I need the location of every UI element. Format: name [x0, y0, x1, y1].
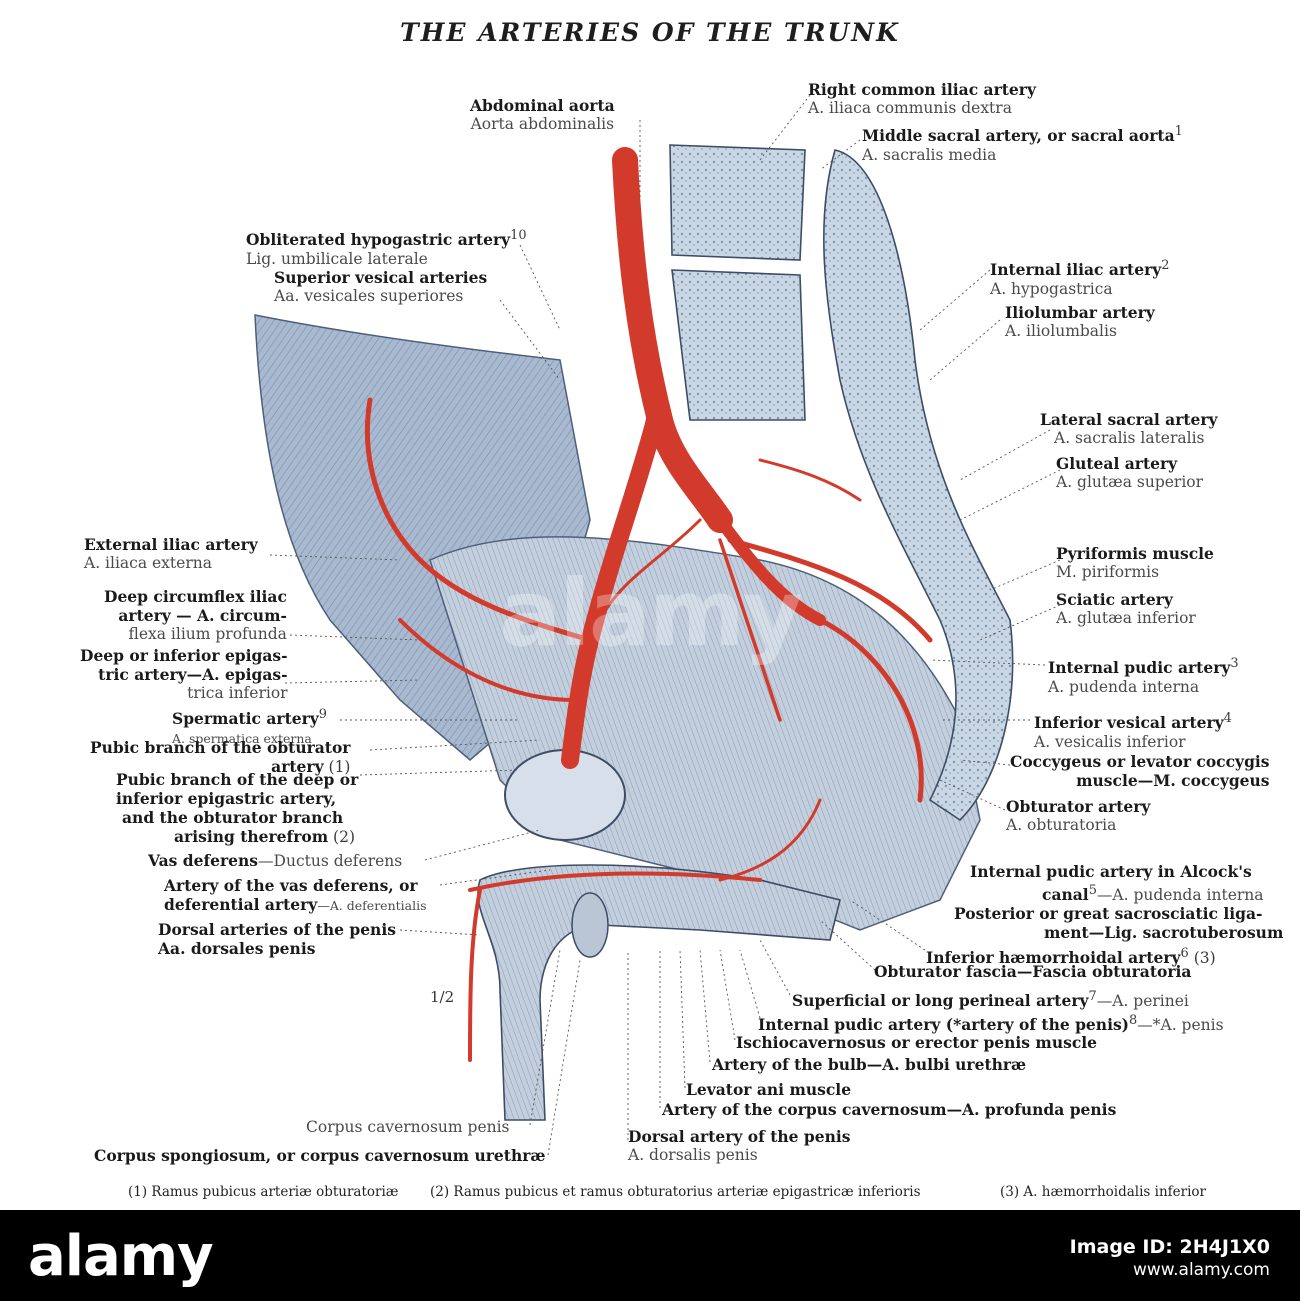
label-abdominal-aorta: Abdominal aorta Aorta abdominalis [470, 96, 615, 133]
epigastric-branch [398, 618, 577, 702]
leader-lines [269, 94, 1061, 1156]
label-inferior-vesical: Inferior vesical artery4 A. vesicalis in… [1034, 711, 1232, 752]
footnote-2: (2) Ramus pubicus et ramus obturatorius … [430, 1184, 921, 1200]
penis-section [571, 892, 609, 958]
label-pubic-obturator: Pubic branch of the obturator artery (1) [90, 738, 351, 776]
penis-artery [468, 888, 482, 1062]
watermark: alamy [499, 560, 803, 667]
label-superficial-perineal: Superficial or long perineal artery7—A. … [792, 989, 1189, 1011]
gluteal-artery [727, 537, 933, 643]
common-iliac [561, 411, 664, 769]
vertebra-lower [671, 269, 806, 421]
dorsal-penis-artery [468, 871, 762, 892]
label-ischiocavernosus: Ischiocavernosus or erector penis muscle [736, 1033, 1098, 1052]
vertebra-upper [669, 144, 806, 261]
label-coccygeus: Coccygeus or levator coccygis muscle—M. … [1010, 752, 1270, 790]
footnote-1: (1) Ramus pubicus arteriæ obturatoriæ [128, 1184, 399, 1200]
image-id-block: Image ID: 2H4J1X0 www.alamy.com [1070, 1236, 1270, 1281]
label-middle-sacral: Middle sacral artery, or sacral aorta1 A… [862, 124, 1183, 165]
image-id: Image ID: 2H4J1X0 [1069, 1236, 1270, 1258]
arteries [365, 147, 933, 1062]
label-vas-deferens: Vas deferens—Ductus deferens [148, 851, 403, 870]
label-inferior-haemorrhoidal: Inferior hæmorrhoidal artery6 (3) [926, 946, 1216, 968]
site-url[interactable]: www.alamy.com [1132, 1260, 1270, 1280]
external-iliac-branch [365, 397, 593, 643]
pelvis-illustration [254, 94, 1061, 1156]
label-internal-iliac: Internal iliac artery2 A. hypogastrica [990, 258, 1170, 299]
stock-banner: alamy Image ID: 2H4J1X0 www.alamy.com [0, 1210, 1300, 1301]
label-internal-pudic-penis: Internal pudic artery (*artery of the pe… [758, 1013, 1224, 1035]
label-obturator-fascia: Obturator fascia—Fascia obturatoria [874, 962, 1192, 981]
sacral-branch [758, 458, 862, 502]
label-pudic-alcock: Internal pudic artery in Alcock's canal5… [970, 862, 1264, 905]
perineal-artery [718, 798, 822, 882]
label-pyriformis: Pyriformis muscle M. piriformis [1056, 544, 1214, 581]
label-levator-ani: Levator ani muscle [686, 1080, 852, 1099]
pudic-artery [817, 617, 924, 803]
label-sacrosciatic: Posterior or great sacrosciatic liga- me… [954, 904, 1284, 942]
label-artery-bulb: Artery of the bulb—A. bulbi urethræ [712, 1055, 1027, 1074]
label-obturator-artery: Obturator artery A. obturatoria [1006, 797, 1151, 834]
plate-title: THE ARTERIES OF THE TRUNK [400, 18, 900, 47]
label-dorsal-arteries-penis: Dorsal arteries of the penis Aa. dorsale… [158, 920, 396, 958]
footnote-3: (3) A. hæmorrhoidalis inferior [1000, 1184, 1207, 1200]
label-obliterated-hypogastric: Obliterated hypogastric artery10 Lig. um… [246, 228, 527, 269]
label-deep-epigastric: Deep or inferior epigas- tric artery—A. … [80, 646, 288, 702]
vesical-branch [598, 518, 702, 622]
obturator-branch [718, 538, 782, 722]
label-deep-circumflex: Deep circumflex iliac artery — A. circum… [104, 587, 287, 643]
label-gluteal: Gluteal artery A. glutæa superior [1056, 454, 1204, 491]
label-iliolumbar: Iliolumbar artery A. iliolumbalis [1005, 303, 1155, 340]
scale-label: 1/2 [430, 988, 455, 1006]
anatomical-plate: THE ARTERIES OF THE TRUNK [80, 18, 1284, 1200]
label-sciatic: Sciatic artery A. glutæa inferior [1056, 590, 1196, 627]
label-pubic-epigastric: Pubic branch of the deep or inferior epi… [116, 770, 359, 846]
label-corpus-cavernosum: Corpus cavernosum penis [306, 1118, 510, 1136]
aorta [612, 147, 733, 533]
sacrum [823, 149, 1014, 822]
label-artery-corpus-cavernosum: Artery of the corpus cavernosum—A. profu… [662, 1100, 1117, 1119]
label-lateral-sacral: Lateral sacral artery A. sacralis latera… [1040, 410, 1218, 447]
internal-iliac [714, 514, 826, 626]
label-spermatic: Spermatic artery9 A. spermatica externa [172, 707, 328, 747]
label-corpus-spongiosum: Corpus spongiosum, or corpus cavernosum … [94, 1146, 546, 1165]
label-external-iliac: External iliac artery A. iliaca externa [84, 535, 258, 572]
label-superior-vesical: Superior vesical arteries Aa. vesicales … [274, 268, 488, 305]
brand-logo[interactable]: alamy [28, 1224, 214, 1289]
label-internal-pudic: Internal pudic artery3 A. pudenda intern… [1048, 656, 1239, 697]
label-artery-vas: Artery of the vas deferens, or deferenti… [164, 876, 427, 914]
label-dorsal-artery-penis: Dorsal artery of the penis A. dorsalis p… [628, 1127, 851, 1164]
label-right-common-iliac: Right common iliac artery A. iliaca comm… [808, 80, 1036, 117]
